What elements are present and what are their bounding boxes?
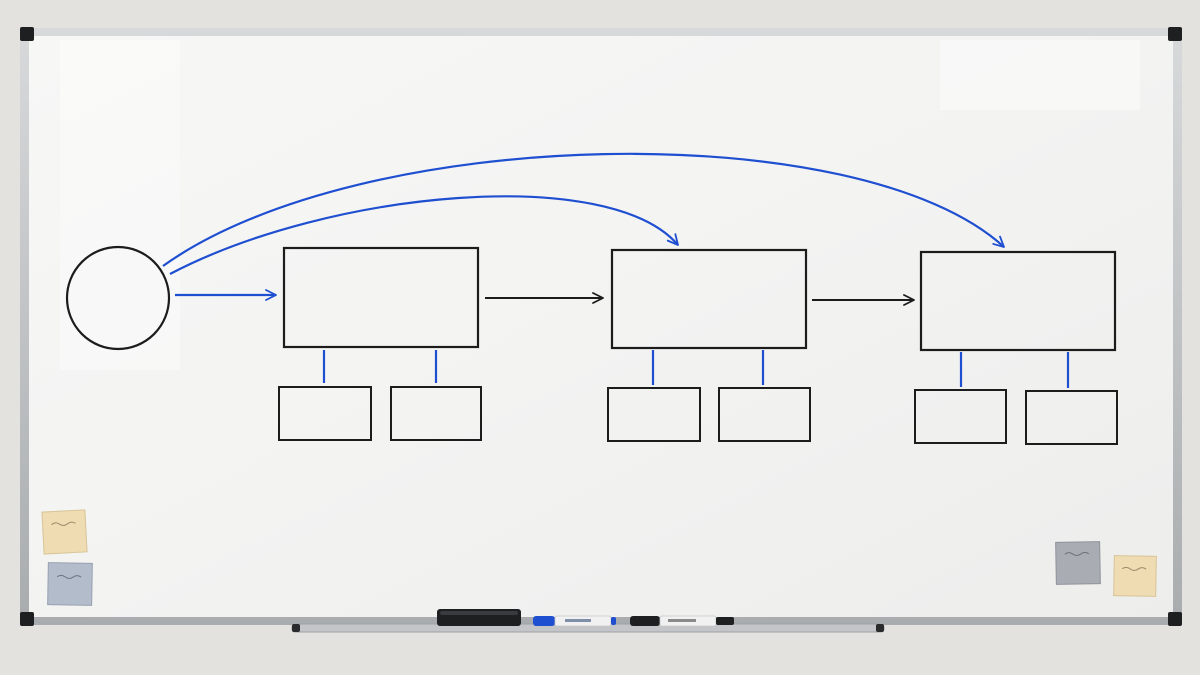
stage-2-child-1-box — [607, 387, 701, 442]
sticky-note-icon — [47, 562, 93, 606]
black-marker-icon[interactable] — [630, 615, 734, 627]
stage-2-child-2-box — [718, 387, 811, 442]
blue-marker-icon[interactable] — [533, 615, 616, 627]
frame-corner-top-left — [20, 27, 34, 41]
frame-corner-bottom-right — [1168, 612, 1182, 626]
start-node-circle — [65, 245, 171, 351]
board-surface — [29, 36, 1173, 617]
sticky-note-icon — [41, 509, 88, 555]
marker-tray-end-left — [292, 624, 300, 632]
frame-corner-bottom-left — [20, 612, 34, 626]
sticky-note-icon — [1055, 541, 1101, 585]
stage-3-child-2-box — [1025, 390, 1118, 445]
board-reflection-left — [60, 40, 180, 370]
stage-3-child-1-box — [914, 389, 1007, 444]
stage-3-box — [919, 250, 1117, 352]
board-reflection-right — [940, 40, 1140, 110]
sticky-note-icon — [1113, 555, 1157, 597]
stage-1-child-1-box — [278, 386, 372, 441]
marker-tray-end-right — [876, 624, 884, 632]
curved-arrow-start-to-stage-2 — [169, 195, 679, 275]
curved-arrow-start-to-stage-3 — [162, 152, 1005, 267]
stage-1-child-2-box — [390, 386, 482, 441]
stage-1-box — [282, 246, 480, 349]
eraser-icon[interactable] — [437, 609, 521, 626]
stage-2-box — [610, 248, 808, 350]
frame-corner-top-right — [1168, 27, 1182, 41]
